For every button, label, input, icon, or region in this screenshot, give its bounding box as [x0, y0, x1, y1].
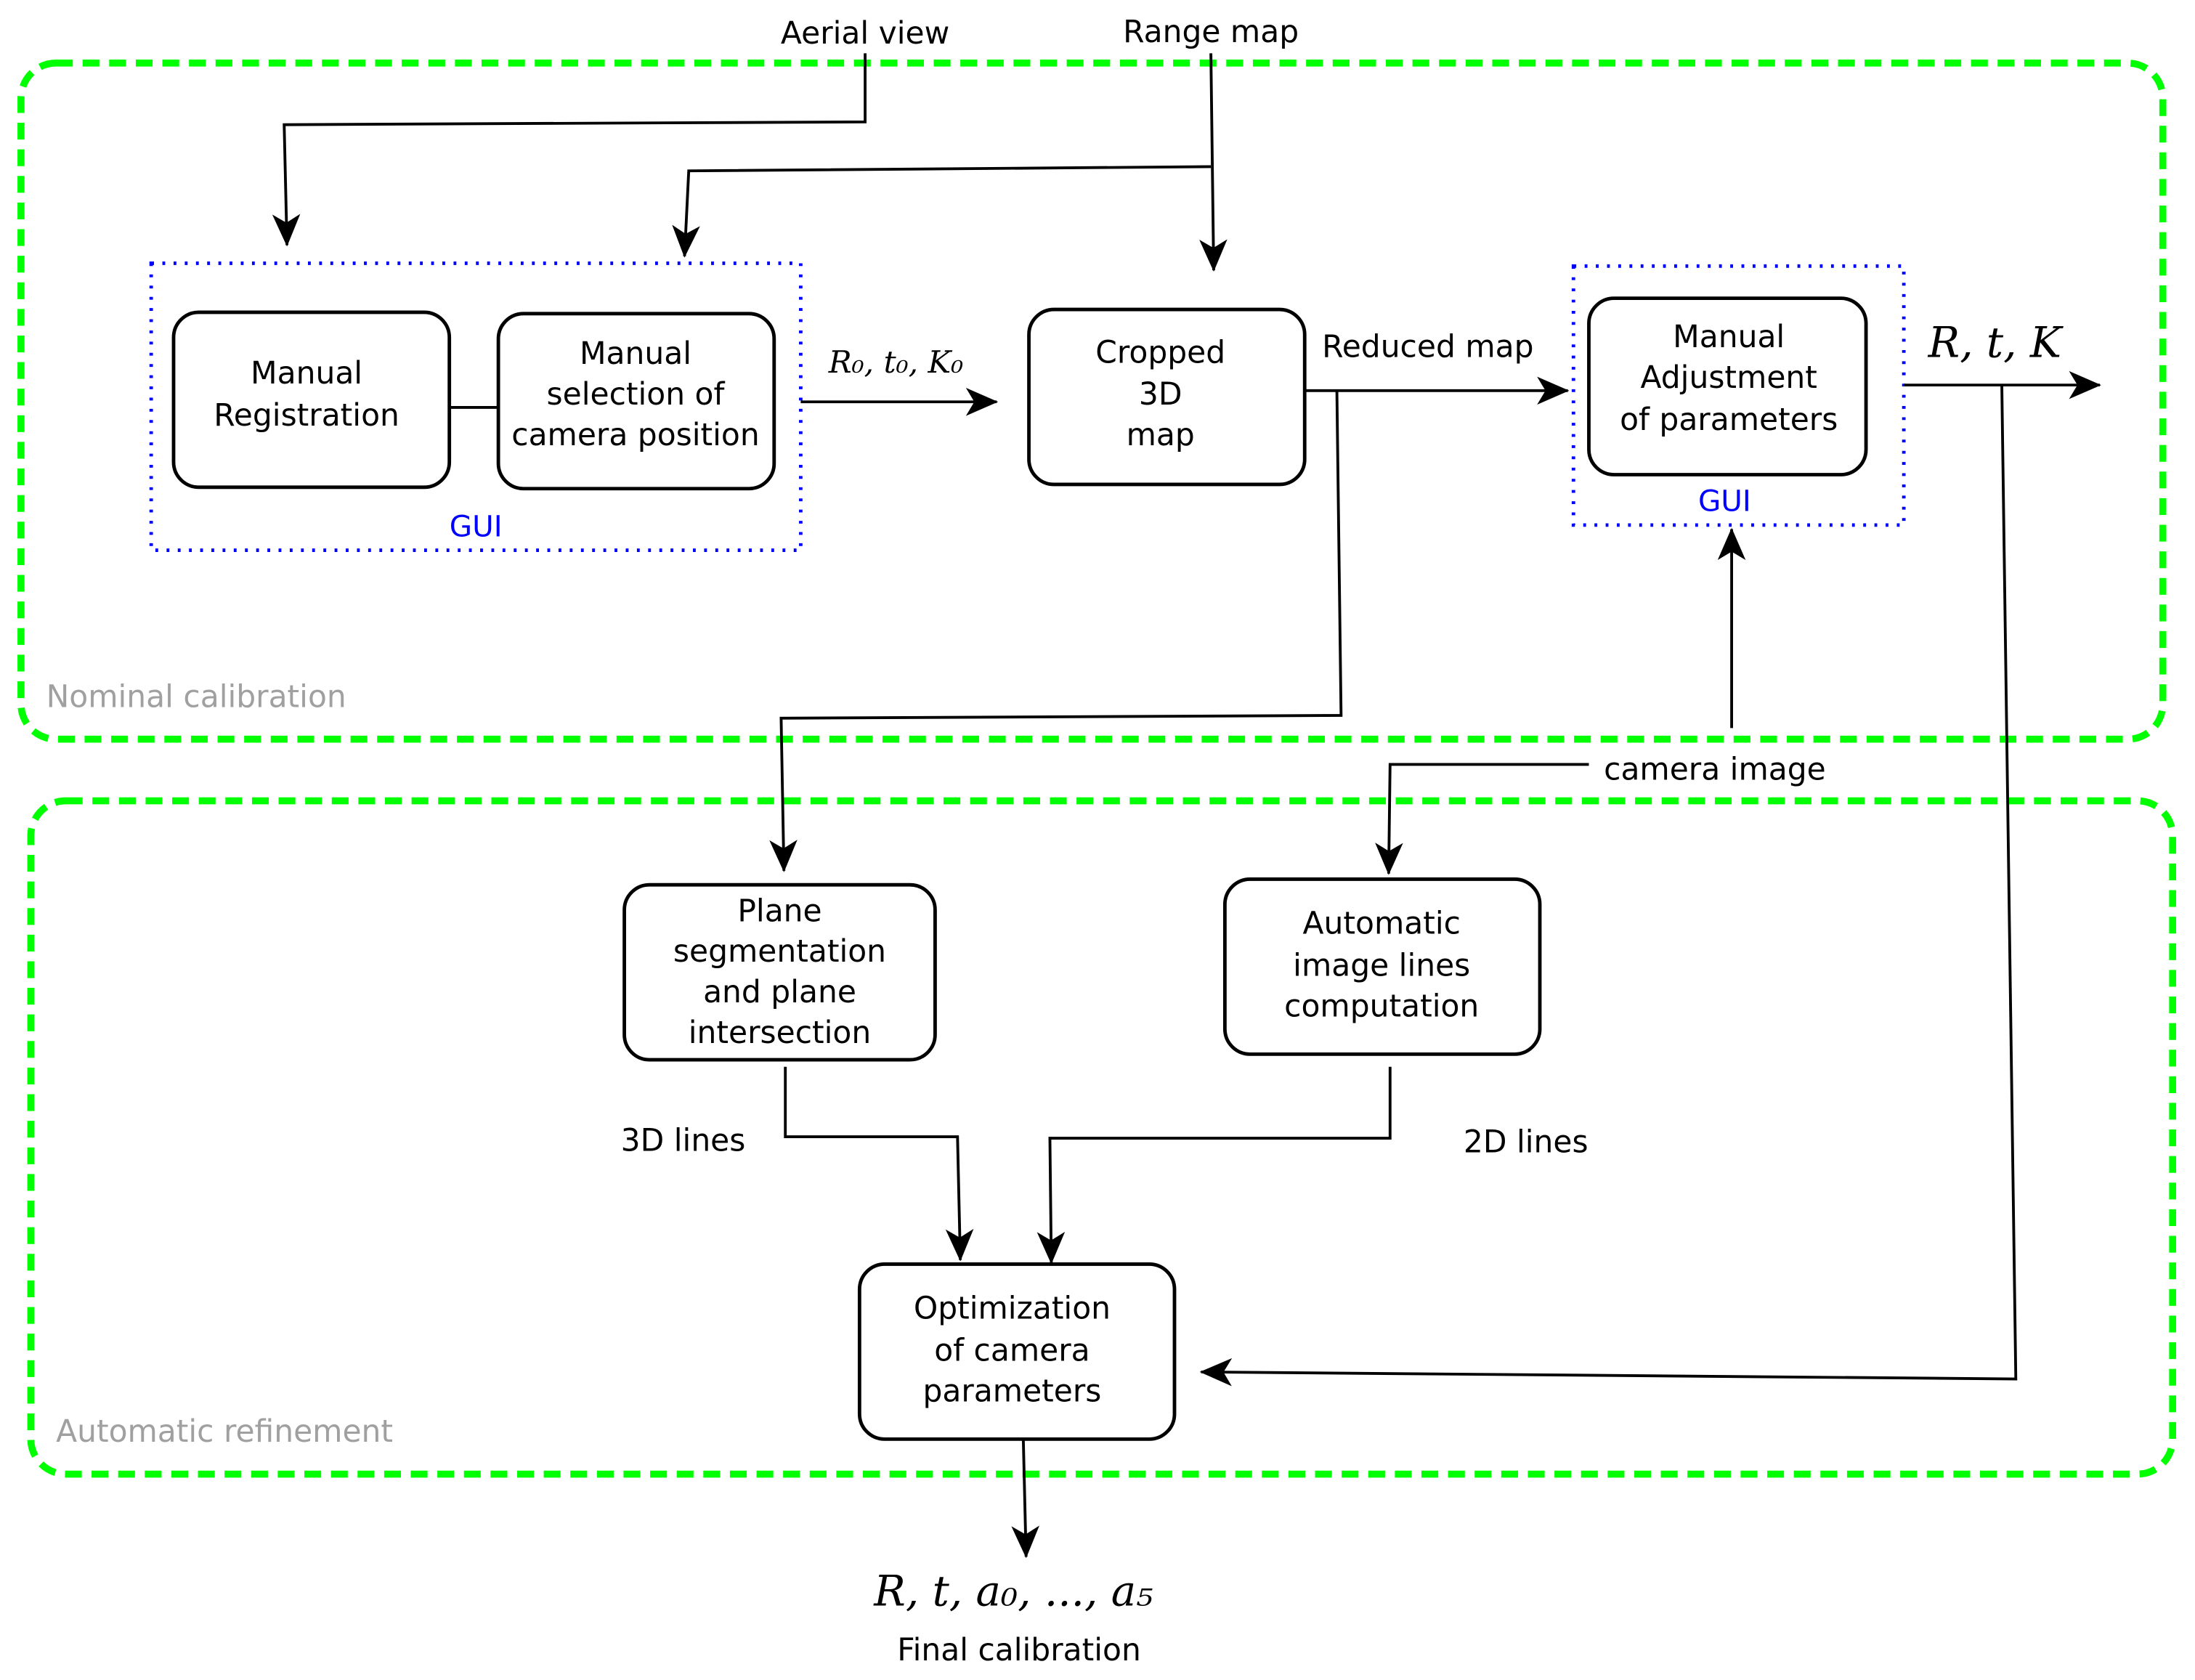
nominal-calibration-group	[17, 60, 2167, 743]
box-plane-segmentation: Plane segmentation and plane intersectio…	[622, 882, 937, 1062]
box-text: intersection	[689, 1015, 871, 1050]
box-text: Cropped	[1095, 334, 1225, 370]
automatic-refinement-label: Automatic refinement	[56, 1413, 393, 1449]
box-text: and plane	[703, 974, 856, 1010]
edges	[272, 53, 2101, 1559]
edge-optimization-output	[1011, 1439, 1039, 1559]
range-map-label: Range map	[1123, 14, 1299, 49]
box-text: image lines	[1293, 947, 1470, 983]
box-text: Adjustment	[1641, 360, 1817, 395]
box-optimization: Optimization of camera parameters	[857, 1262, 1177, 1441]
box-text: selection of	[547, 376, 726, 412]
box-manual-registration: Manual Registration	[171, 310, 452, 490]
automatic-refinement-group	[27, 797, 2176, 1478]
box-text: camera position	[511, 417, 759, 453]
nominal-params-label: R, t, K	[1928, 318, 2064, 368]
camera-image-label: camera image	[1604, 752, 1826, 787]
box-text: parameters	[922, 1373, 1101, 1408]
box-text: Manual	[251, 355, 362, 391]
box-text: of camera	[934, 1332, 1090, 1368]
gui-group-left	[149, 261, 803, 552]
final-params-label: R, t, a₀, ..., a₅	[873, 1567, 1153, 1616]
edge-nominal-to-optimization	[1199, 385, 2018, 1387]
box-text: computation	[1284, 988, 1479, 1023]
box-image-lines: Automatic image lines computation	[1222, 877, 1542, 1056]
box-text: Plane	[737, 893, 821, 928]
box-text: Manual	[1673, 319, 1785, 354]
edge-lines-to-optimization	[1036, 1066, 1392, 1265]
box-text: Manual	[580, 336, 691, 371]
nominal-calibration-label: Nominal calibration	[46, 678, 346, 714]
box-text: 3D	[1139, 376, 1182, 412]
gui-label-right: GUI	[1698, 484, 1751, 519]
box-text: Automatic	[1303, 906, 1461, 941]
final-calibration-label: Final calibration	[897, 1632, 1141, 1668]
box-text: Optimization	[914, 1291, 1111, 1326]
box-text: segmentation	[673, 933, 886, 969]
box-cropped-map: Cropped 3D map	[1027, 307, 1307, 487]
edge-aerial-to-registration	[272, 53, 867, 247]
gui-label-left: GUI	[450, 508, 503, 543]
edge-cropped-to-plane	[769, 390, 1343, 872]
edge-camera-to-lines	[1375, 763, 1589, 875]
edge-range-to-selection	[672, 165, 1212, 258]
box-manual-selection: Manual selection of camera position	[496, 312, 776, 491]
lines-3d-label: 3D lines	[621, 1122, 746, 1158]
reduced-map-label: Reduced map	[1322, 329, 1533, 365]
gui-group-right	[1571, 264, 1906, 527]
edge-plane-to-optimization	[784, 1066, 974, 1262]
box-text: of parameters	[1620, 402, 1838, 437]
box-text: Registration	[214, 397, 399, 433]
lines-2d-label: 2D lines	[1464, 1124, 1589, 1159]
edge-range-to-cropped	[1199, 53, 1228, 272]
box-text: map	[1127, 417, 1195, 453]
initial-params-label: R₀, t₀, K₀	[828, 344, 964, 380]
box-manual-adjustment: Manual Adjustment of parameters	[1587, 296, 1868, 476]
aerial-view-label: Aerial view	[781, 15, 949, 51]
